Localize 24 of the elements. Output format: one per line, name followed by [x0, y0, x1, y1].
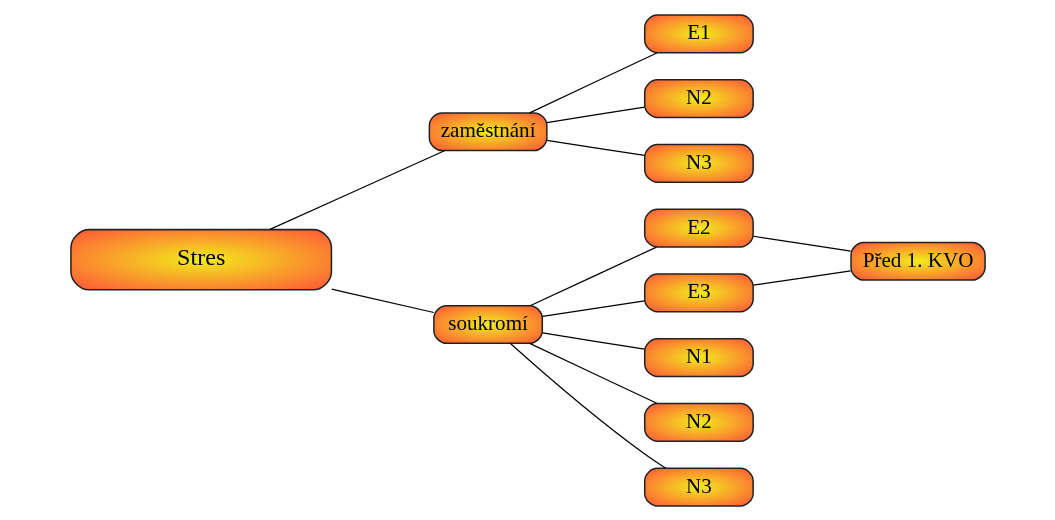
node-box: Stres	[69, 228, 332, 291]
node-box: N3	[643, 143, 754, 183]
connector	[752, 235, 851, 252]
node-box: Před 1. KVO	[849, 241, 986, 281]
connector	[509, 342, 666, 469]
node-box: N2	[643, 402, 754, 442]
connector	[545, 105, 645, 123]
connector	[541, 299, 645, 317]
node-box: E1	[643, 13, 754, 53]
node-box: N1	[643, 337, 754, 377]
node-box: N3	[643, 467, 754, 507]
node-box: E2	[643, 208, 754, 248]
node-box: N2	[643, 78, 754, 118]
connector	[545, 139, 645, 156]
connector	[541, 331, 645, 350]
node-box: zaměstnání	[428, 111, 548, 151]
node-box: E3	[643, 272, 754, 312]
connector	[268, 149, 445, 230]
connector	[528, 51, 657, 113]
connector	[528, 342, 657, 404]
connector	[529, 246, 657, 306]
connector	[330, 288, 434, 313]
connector	[752, 269, 851, 286]
node-box: soukromí	[432, 304, 543, 344]
